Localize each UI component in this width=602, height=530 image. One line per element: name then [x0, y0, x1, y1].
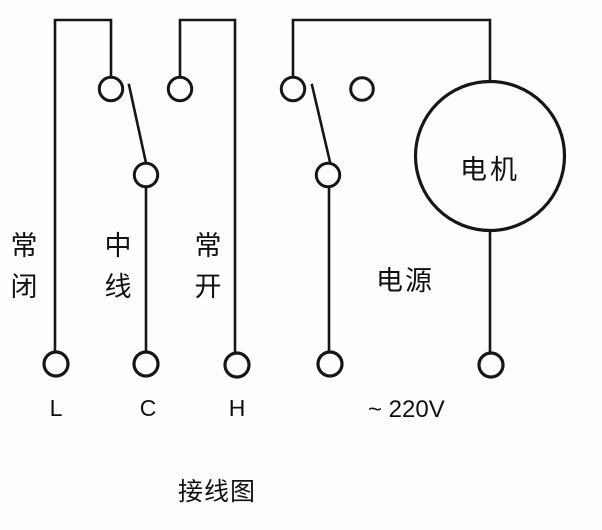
label-motor: 电机: [460, 155, 520, 185]
terminal-circle-L: [42, 350, 70, 378]
switch-arm-left: [127, 83, 148, 165]
label-normally-open: 常开: [194, 231, 222, 302]
terminal-label-C: C: [139, 395, 157, 421]
contact-circle-nc-bottom: [132, 161, 160, 189]
diagram-caption: 接线图: [178, 478, 257, 506]
contact-circle-unused: [349, 76, 375, 102]
contact-circle-power-top: [279, 75, 307, 103]
wire-power-bracket: [291, 18, 492, 83]
terminal-circle-power-left: [316, 350, 344, 378]
terminal-label-H: H: [228, 395, 246, 421]
terminal-label-L: L: [49, 395, 63, 421]
terminal-circle-H: [223, 351, 251, 379]
terminal-circle-power-right: [477, 351, 505, 379]
label-neutral-wire: 中线: [104, 231, 132, 302]
label-normally-closed: 常闭: [10, 231, 38, 302]
wire-nc-bracket: [53, 18, 113, 354]
contact-circle-no: [166, 75, 194, 103]
contact-circle-power-bottom: [314, 161, 342, 189]
switch-arm-right: [310, 83, 332, 164]
contact-circle-nc-top: [97, 75, 125, 103]
terminal-circle-C: [132, 350, 160, 378]
wire-no-bracket: [178, 18, 237, 355]
label-voltage: ~ 220V: [368, 396, 445, 423]
label-power-source: 电源: [376, 266, 434, 296]
